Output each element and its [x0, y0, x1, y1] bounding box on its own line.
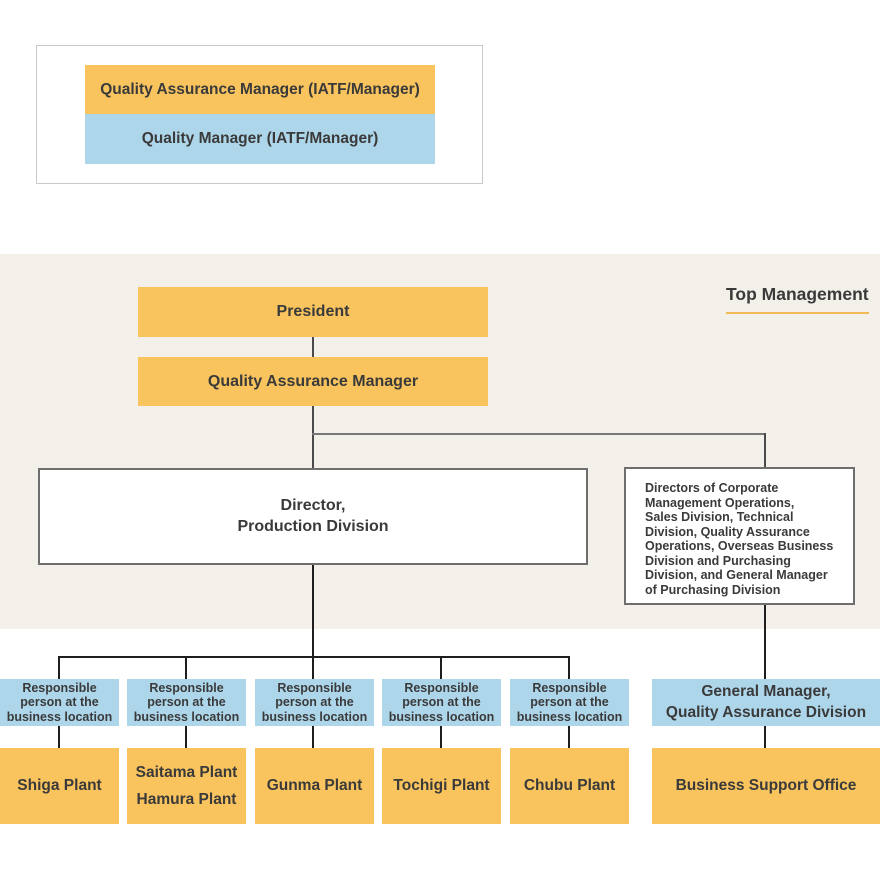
- connector-resp-saitama: [185, 726, 187, 748]
- top-management-label: Top Management: [726, 284, 869, 314]
- legend-item-qa-manager-iatf: Quality Assurance Manager (IATF/Manager): [85, 65, 435, 114]
- legend-item-quality-manager-iatf: Quality Manager (IATF/Manager): [85, 114, 435, 164]
- node-business-support-office: Business Support Office: [652, 748, 880, 824]
- node-responsible-person-gunma: Responsible person at the business locat…: [255, 679, 374, 726]
- connector-resp-tochigi: [440, 726, 442, 748]
- node-gunma-plant: Gunma Plant: [255, 748, 374, 824]
- connector-qamanager-director: [312, 406, 314, 468]
- connector-branch-horizontal: [312, 433, 766, 435]
- connector-stub-saitama: [185, 656, 187, 679]
- connector-director-down: [312, 564, 314, 679]
- node-responsible-person-shiga: Responsible person at the business locat…: [0, 679, 119, 726]
- node-quality-assurance-manager: Quality Assurance Manager: [138, 357, 488, 406]
- connector-resp-gunma: [312, 726, 314, 748]
- node-director-production-division: Director, Production Division: [38, 468, 588, 565]
- connector-stub-shiga: [58, 656, 60, 679]
- node-shiga-plant: Shiga Plant: [0, 748, 119, 824]
- connector-gm-bso: [764, 726, 766, 748]
- node-responsible-person-chubu: Responsible person at the business locat…: [510, 679, 629, 726]
- connector-resp-chubu: [568, 726, 570, 748]
- connector-row-horizontal: [58, 656, 570, 658]
- node-responsible-person-saitama: Responsible person at the business locat…: [127, 679, 246, 726]
- connector-president-qamanager: [312, 337, 314, 357]
- connector-branch-directors-group: [764, 433, 766, 468]
- node-general-manager-qa-division: General Manager, Quality Assurance Divis…: [652, 679, 880, 726]
- connector-directors-group-down: [764, 605, 766, 679]
- node-directors-group: Directors of Corporate Management Operat…: [624, 467, 855, 605]
- connector-stub-chubu: [568, 656, 570, 679]
- node-saitama-hamura-plant: Saitama Plant Hamura Plant: [127, 748, 246, 824]
- node-president: President: [138, 287, 488, 337]
- node-responsible-person-tochigi: Responsible person at the business locat…: [382, 679, 501, 726]
- connector-resp-shiga: [58, 726, 60, 748]
- connector-stub-tochigi: [440, 656, 442, 679]
- node-chubu-plant: Chubu Plant: [510, 748, 629, 824]
- node-tochigi-plant: Tochigi Plant: [382, 748, 501, 824]
- legend-box: Quality Assurance Manager (IATF/Manager)…: [36, 45, 483, 184]
